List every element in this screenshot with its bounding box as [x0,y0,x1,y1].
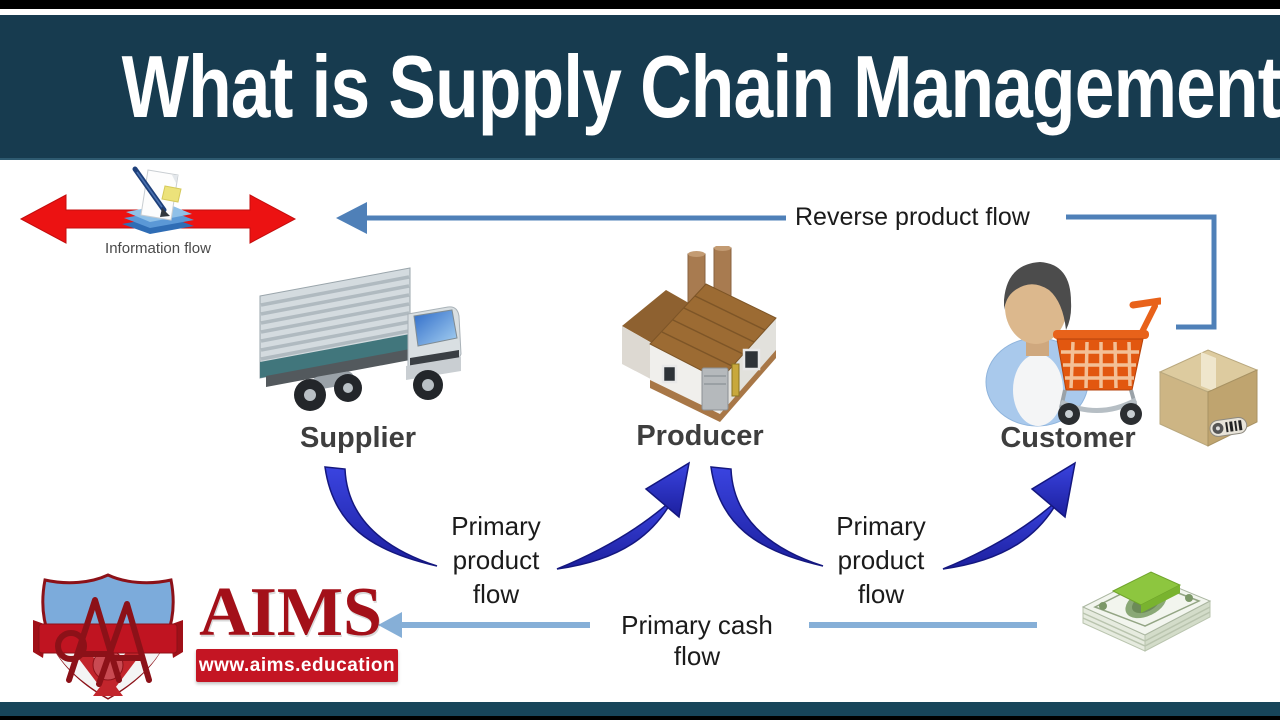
notepad-pen-icon [122,166,194,234]
bottom-teal-bar [0,702,1280,716]
package-box-icon [1158,349,1259,447]
aims-brand-text: AIMS [199,574,382,651]
bottom-black-bar [0,716,1280,720]
aims-website-text: www.aims.education [198,654,396,676]
producer-label: Producer [636,420,764,452]
supplier-label: Supplier [299,422,416,454]
information-flow-label: Information flow [105,240,211,257]
title-banner [0,15,1280,160]
money-stack-icon [1081,571,1212,652]
page-title: What is Supply Chain Management? [121,37,1280,136]
primary-cash-flow-arrow [378,612,1037,638]
factory-icon [622,246,777,422]
reverse-product-flow-arrow [336,202,1217,330]
delivery-truck-icon [259,267,462,411]
aims-website-banner: www.aims.education [196,649,398,682]
top-black-bar [0,0,1280,9]
primary-product-flow-label-right: Primary product flow [836,511,926,609]
aims-shield-logo [33,573,183,700]
reverse-product-flow-label: Reverse product flow [795,203,1030,231]
customer-cart-icon [985,262,1161,427]
customer-label: Customer [1000,422,1136,454]
primary-cash-flow-label: Primary cash flow [621,610,773,671]
primary-product-flow-label-left: Primary product flow [451,511,541,609]
